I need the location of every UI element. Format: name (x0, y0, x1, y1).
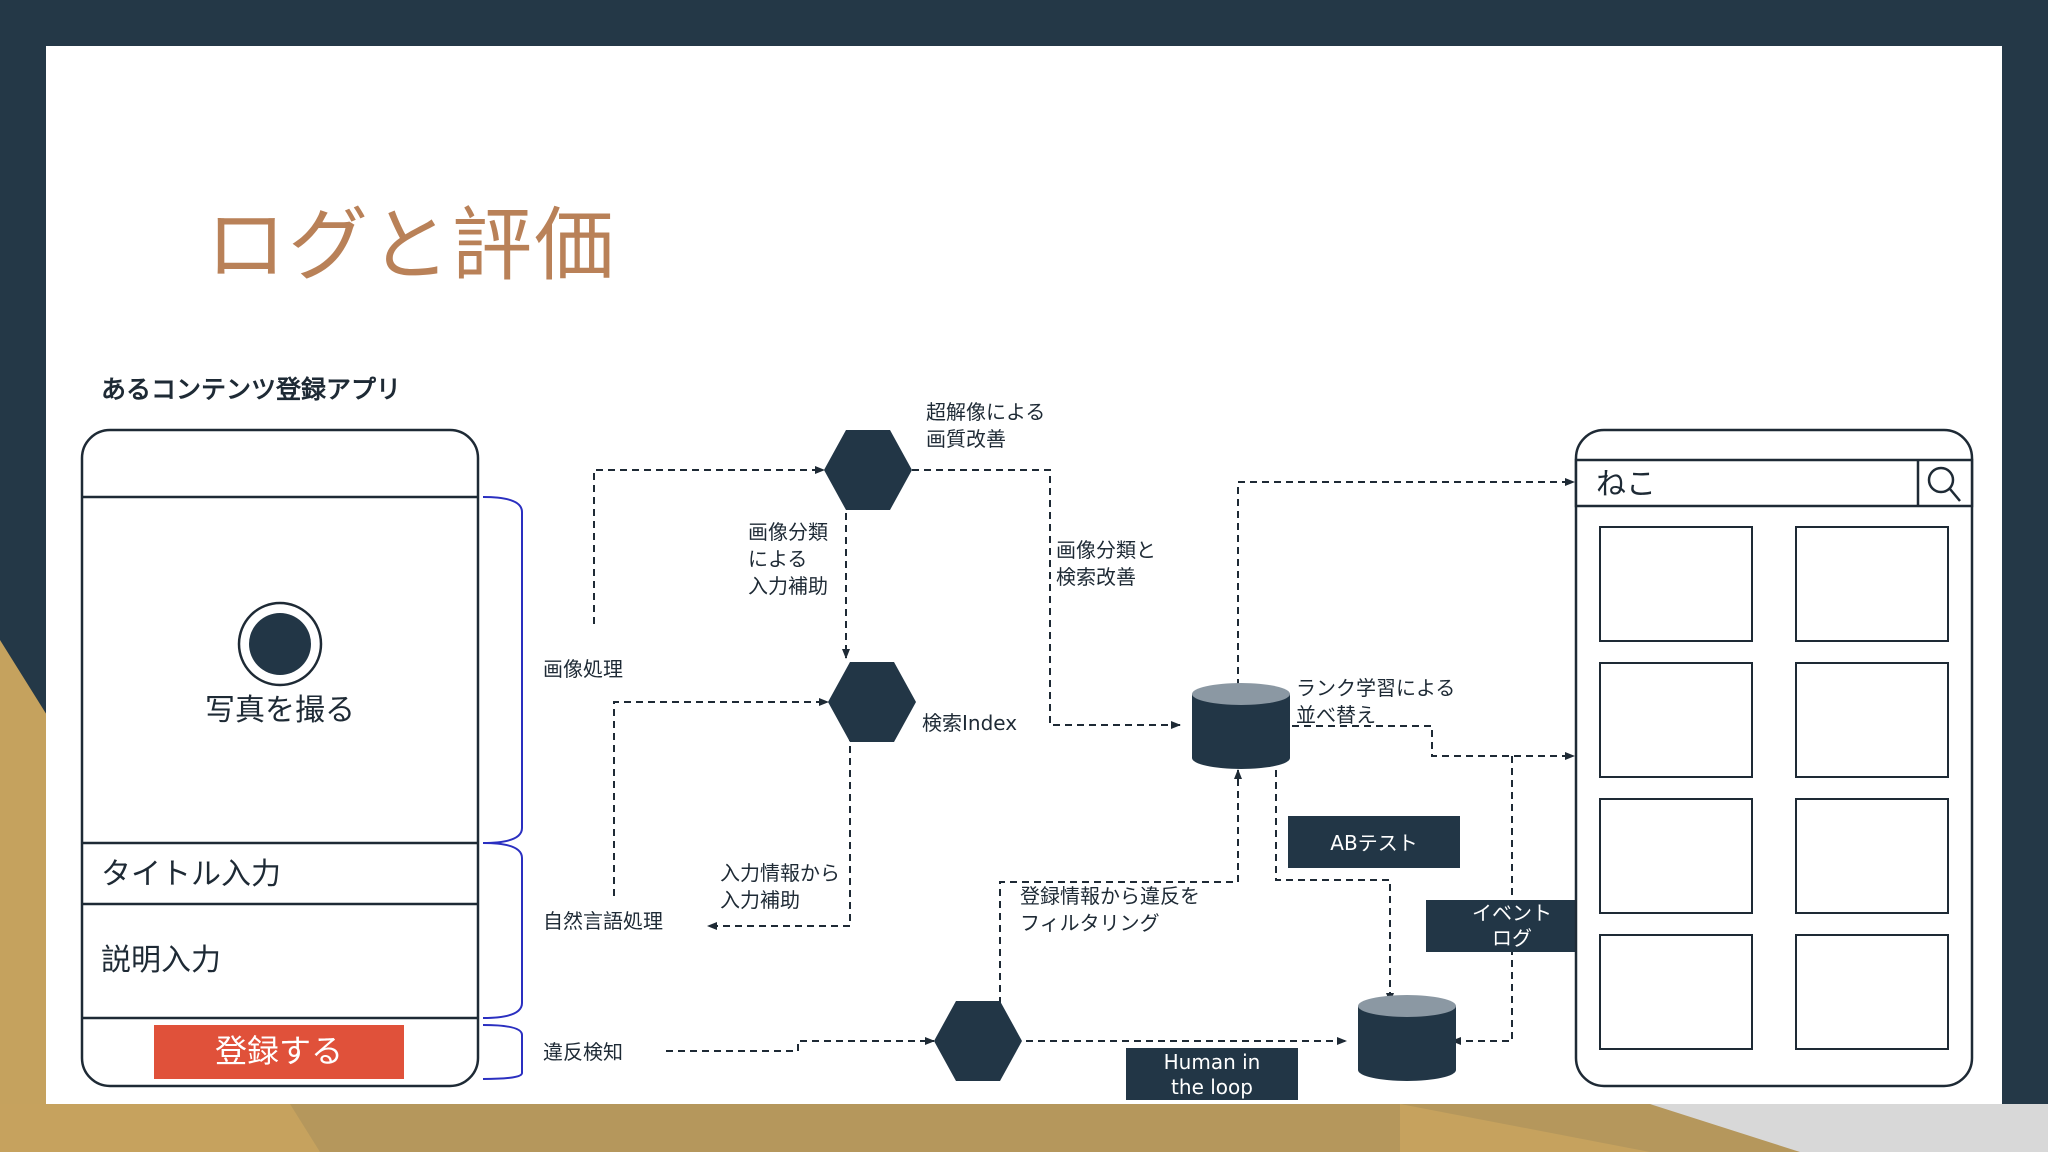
search-bar[interactable] (1574, 458, 1974, 508)
description-input-field[interactable]: 説明入力 (101, 943, 221, 978)
image-processing-label: 画像処理 (543, 657, 623, 681)
review-database-icon (1358, 995, 1456, 1081)
result-tile[interactable] (1795, 526, 1949, 642)
filter-label-2: フィルタリング (1020, 911, 1160, 935)
result-tile[interactable] (1599, 526, 1753, 642)
hitl-label-1: Human in (1164, 1050, 1261, 1074)
result-tile[interactable] (1599, 662, 1753, 778)
event-log-label-1: イベント (1472, 901, 1552, 925)
search-query: ねこ (1596, 467, 1656, 502)
app-caption: あるコンテンツ登録アプリ (101, 375, 401, 404)
classify-label-3: 入力補助 (748, 574, 828, 598)
rank-label-1: ランク学習による (1296, 676, 1455, 700)
camera-shutter-inner-icon (249, 613, 311, 675)
edge-violation-to-filter (666, 1037, 935, 1052)
event-log-label-2: ログ (1492, 926, 1532, 950)
classify-label-2: による (748, 547, 807, 571)
edge-index-to-nlp (707, 734, 851, 930)
filter-label-1: 登録情報から違反を (1020, 884, 1200, 908)
slide: ログと評価 あるコンテンツ登録アプリ 写真を撮る タイトル入力 説明入力 登録す… (46, 46, 2002, 1104)
edge-eventlog-to-review-db (1451, 756, 1513, 1045)
input-info-label-1: 入力情報から (720, 861, 840, 885)
ranking-database-icon (1192, 683, 1290, 769)
diagram: あるコンテンツ登録アプリ 写真を撮る タイトル入力 説明入力 登録する 画像処理… (80, 375, 1974, 1100)
take-photo-label: 写真を撮る (205, 693, 355, 728)
result-tile[interactable] (1599, 798, 1753, 914)
violation-detection-label: 違反検知 (543, 1040, 623, 1064)
edge-nlp-to-index (613, 698, 829, 896)
edge-db-to-search (1237, 478, 1575, 686)
search-index-node (828, 662, 916, 742)
result-tile[interactable] (1599, 934, 1753, 1050)
submit-button[interactable] (154, 1025, 404, 1079)
violation-filter-node (934, 1001, 1022, 1081)
result-tile[interactable] (1795, 798, 1949, 914)
edge-image-to-superres (593, 466, 825, 624)
bracket-image (482, 496, 523, 844)
grouping-brackets (482, 496, 523, 1080)
magnifier-icon[interactable] (1927, 466, 1961, 502)
flow-connectors (593, 466, 1575, 1052)
result-grid (1599, 526, 1949, 1050)
nlp-label: 自然言語処理 (543, 909, 663, 933)
hitl-label-2: the loop (1171, 1075, 1253, 1099)
result-tile[interactable] (1795, 934, 1949, 1050)
edge-rank-to-search (1280, 725, 1575, 760)
phone-frame (80, 428, 480, 1088)
result-tile[interactable] (1795, 662, 1949, 778)
search-index-label: 検索Index (922, 711, 1017, 735)
edge-filter-to-db (999, 769, 1242, 1004)
submit-button-label: 登録する (215, 1032, 343, 1070)
abtest-label: ABテスト (1330, 831, 1417, 855)
edge-superres-to-db (912, 469, 1181, 729)
edge-db-to-review-db (1275, 770, 1394, 1003)
bracket-text (482, 842, 523, 1019)
superres-node (824, 430, 912, 510)
rank-label-2: 並べ替え (1296, 703, 1376, 727)
search-app-mockup: ねこ (1574, 428, 1974, 1088)
event-log-box (1426, 900, 1598, 952)
superres-label-2: 画質改善 (926, 427, 1006, 451)
classify-label-1: 画像分類 (748, 520, 828, 544)
human-in-the-loop-box (1126, 1048, 1298, 1100)
title-input-field[interactable]: タイトル入力 (101, 857, 281, 892)
phone-mockup: 写真を撮る タイトル入力 説明入力 登録する (80, 428, 480, 1088)
classify-search-label-2: 検索改善 (1056, 565, 1136, 589)
bracket-submit (482, 1024, 523, 1080)
abtest-box (1288, 816, 1460, 868)
classify-search-label-1: 画像分類と (1056, 538, 1156, 562)
input-info-label-2: 入力補助 (720, 888, 800, 912)
grey-corner (1650, 1104, 2048, 1152)
slide-title: ログと評価 (206, 199, 616, 292)
gold-band-bottom (0, 1104, 2048, 1152)
superres-label-1: 超解像による (926, 400, 1045, 424)
